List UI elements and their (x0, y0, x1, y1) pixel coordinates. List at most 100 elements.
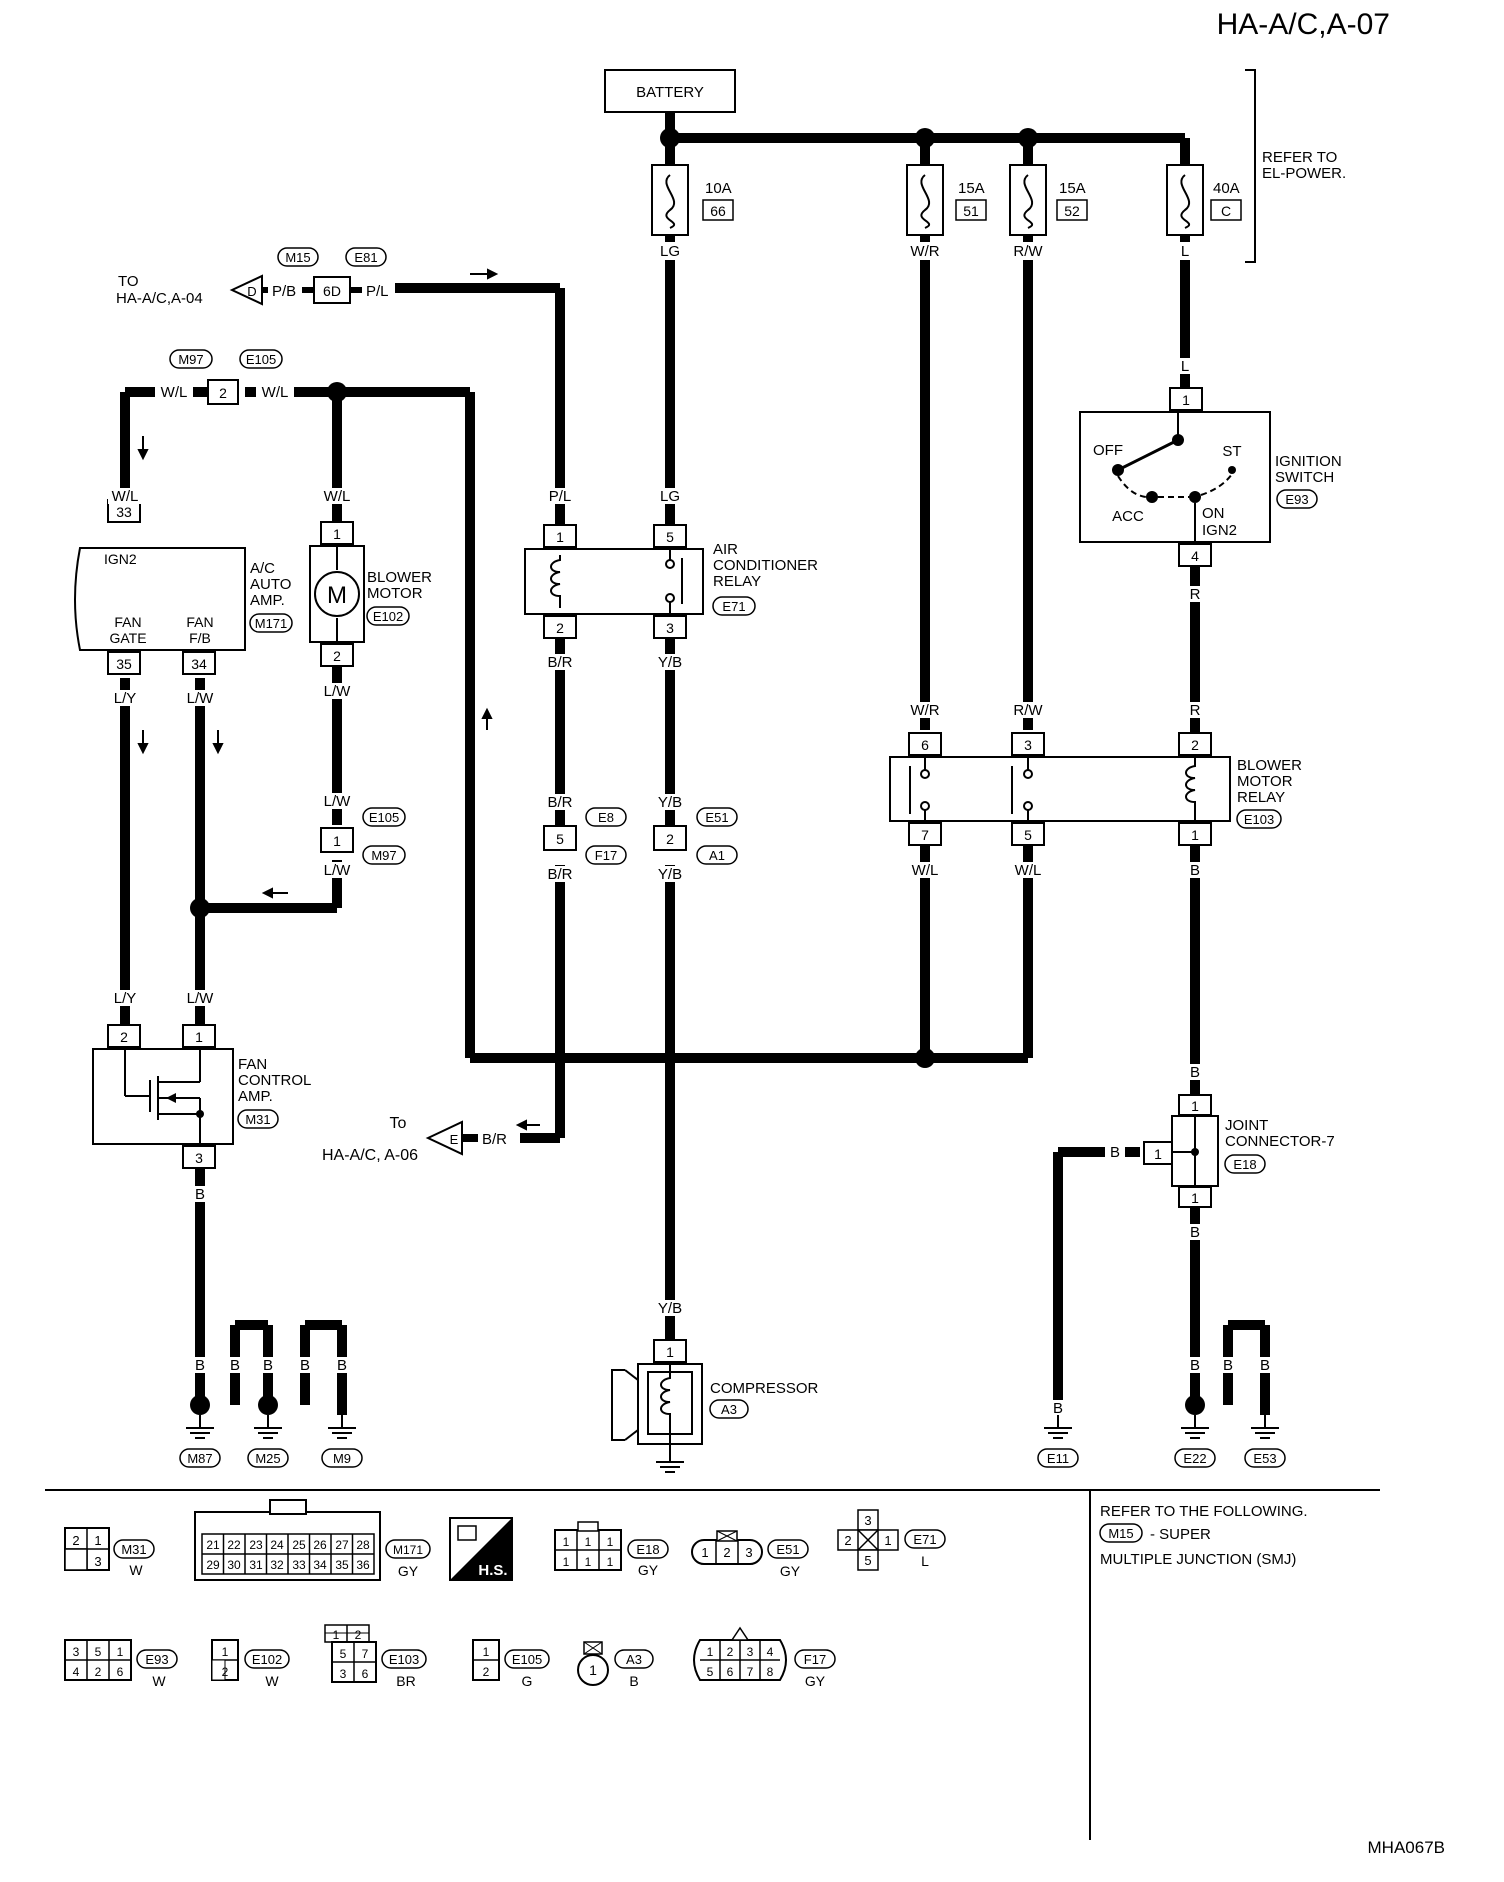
offpage-to-a04: TO HA-A/C,A-04 D P/B 6D P/L M15 E81 (116, 247, 389, 307)
svg-text:7: 7 (921, 827, 929, 843)
svg-text:2: 2 (723, 1545, 730, 1560)
svg-text:E51: E51 (705, 810, 728, 825)
svg-text:B: B (1110, 1144, 1120, 1161)
svg-text:33: 33 (292, 1558, 306, 1572)
svg-text:1: 1 (483, 1645, 490, 1659)
svg-text:W/L: W/L (912, 862, 939, 879)
svg-text:GY: GY (638, 1562, 659, 1578)
compressor: Y/B 1 COMPRESSOR A3 (611, 1300, 819, 1473)
svg-text:23: 23 (249, 1538, 263, 1552)
svg-text:B: B (195, 1357, 205, 1374)
svg-text:Y/B: Y/B (658, 1300, 682, 1317)
svg-text:P/L: P/L (549, 488, 572, 505)
svg-text:B/R: B/R (547, 866, 572, 883)
svg-text:- SUPER: - SUPER (1150, 1526, 1211, 1543)
svg-text:2: 2 (844, 1533, 851, 1548)
svg-text:E22: E22 (1183, 1451, 1206, 1466)
svg-text:1: 1 (607, 1555, 614, 1569)
svg-text:HA-A/C,A-04: HA-A/C,A-04 (116, 290, 203, 307)
legend-refer-note: REFER TO THE FOLLOWING. M15 - SUPER MULT… (1099, 1503, 1308, 1568)
svg-text:35: 35 (116, 656, 132, 672)
svg-text:ACC: ACC (1112, 508, 1144, 525)
refer-el-power: REFER TO EL-POWER. (1245, 69, 1346, 263)
ac-auto-amp: 33 IGN2 FAN GATE FAN F/B 35 34 A/C AUTO … (74, 499, 293, 675)
svg-text:M15: M15 (1108, 1526, 1133, 1541)
svg-text:E11: E11 (1047, 1451, 1069, 1466)
svg-text:H.S.: H.S. (478, 1562, 507, 1579)
svg-text:M97: M97 (371, 848, 396, 863)
svg-text:To: To (390, 1115, 407, 1132)
svg-text:31: 31 (249, 1558, 263, 1572)
svg-text:1: 1 (585, 1535, 592, 1549)
svg-text:5: 5 (666, 529, 674, 545)
svg-text:L/W: L/W (324, 793, 352, 810)
svg-text:1: 1 (585, 1555, 592, 1569)
svg-text:B: B (1190, 1064, 1200, 1081)
svg-text:1: 1 (563, 1555, 570, 1569)
svg-text:LG: LG (660, 488, 680, 505)
svg-text:35: 35 (335, 1558, 349, 1572)
svg-text:1: 1 (589, 1662, 597, 1678)
svg-text:2: 2 (1191, 737, 1199, 753)
svg-text:REFER TO THE FOLLOWING.: REFER TO THE FOLLOWING. (1100, 1503, 1308, 1520)
junction-dots (190, 128, 1205, 1415)
svg-text:E102: E102 (373, 609, 403, 624)
svg-text:W: W (152, 1673, 166, 1689)
svg-text:7: 7 (747, 1665, 754, 1679)
svg-text:F17: F17 (804, 1652, 826, 1667)
svg-text:M31: M31 (245, 1112, 270, 1127)
svg-text:B/R: B/R (482, 1131, 507, 1148)
svg-text:B: B (1053, 1400, 1063, 1417)
svg-text:2: 2 (120, 1029, 128, 1045)
battery: BATTERY (604, 69, 736, 113)
fuse-52: 15A 52 (1009, 164, 1088, 236)
svg-text:3: 3 (73, 1645, 80, 1659)
svg-text:2: 2 (483, 1665, 490, 1679)
svg-text:AUTO: AUTO (250, 576, 291, 593)
legend-hs-badge: H.S. (449, 1517, 513, 1581)
svg-text:COMPRESSOR: COMPRESSOR (710, 1380, 819, 1397)
svg-text:BLOWER: BLOWER (1237, 757, 1302, 774)
svg-text:E8: E8 (598, 810, 614, 825)
svg-text:34: 34 (313, 1558, 327, 1572)
svg-text:B: B (1190, 862, 1200, 879)
legend-e93: 3 5 1 4 2 6 E93 W (64, 1639, 178, 1689)
svg-text:1: 1 (1191, 827, 1199, 843)
svg-text:Y/B: Y/B (658, 794, 682, 811)
svg-text:E93: E93 (145, 1652, 168, 1667)
offpage-to-a06: To HA-A/C, A-06 E B/R (322, 1115, 507, 1164)
svg-text:5: 5 (95, 1645, 102, 1659)
fan-control-amp: 2 1 3 FAN CONTROL AMP. M31 B (92, 1024, 311, 1203)
legend-e103: 1 2 5 7 3 6 E103 BR (324, 1624, 427, 1689)
svg-text:E71: E71 (722, 599, 745, 614)
svg-text:R: R (1190, 702, 1201, 719)
svg-text:B: B (230, 1357, 240, 1374)
svg-text:W/L: W/L (1015, 862, 1042, 879)
svg-text:B: B (337, 1357, 347, 1374)
svg-text:M97: M97 (178, 352, 203, 367)
svg-text:1: 1 (94, 1533, 101, 1548)
svg-text:R: R (1190, 586, 1201, 603)
svg-text:E81: E81 (354, 250, 377, 265)
svg-text:5: 5 (340, 1647, 347, 1661)
svg-text:L: L (921, 1553, 929, 1569)
svg-text:10A: 10A (705, 180, 732, 197)
svg-text:FAN: FAN (238, 1056, 267, 1073)
svg-text:66: 66 (710, 203, 726, 219)
svg-text:W: W (265, 1673, 279, 1689)
svg-text:A3: A3 (721, 1402, 737, 1417)
ground-symbols (186, 1415, 1279, 1439)
connector-e105-m97: L/W 1 E105 M97 L/W (320, 793, 406, 879)
svg-text:EL-POWER.: EL-POWER. (1262, 165, 1346, 182)
svg-text:E103: E103 (389, 1652, 419, 1667)
svg-text:1: 1 (333, 526, 341, 542)
fuse-66: 10A 66 (651, 164, 734, 236)
svg-text:Y/B: Y/B (658, 866, 682, 883)
svg-text:IGN2: IGN2 (104, 551, 137, 567)
svg-text:1: 1 (556, 529, 564, 545)
ignition-switch: L 1 OFF ST ACC ON IGN2 4 IGNITION SWITCH… (1079, 358, 1342, 719)
svg-text:W/R: W/R (910, 243, 939, 260)
svg-text:Y/B: Y/B (658, 654, 682, 671)
